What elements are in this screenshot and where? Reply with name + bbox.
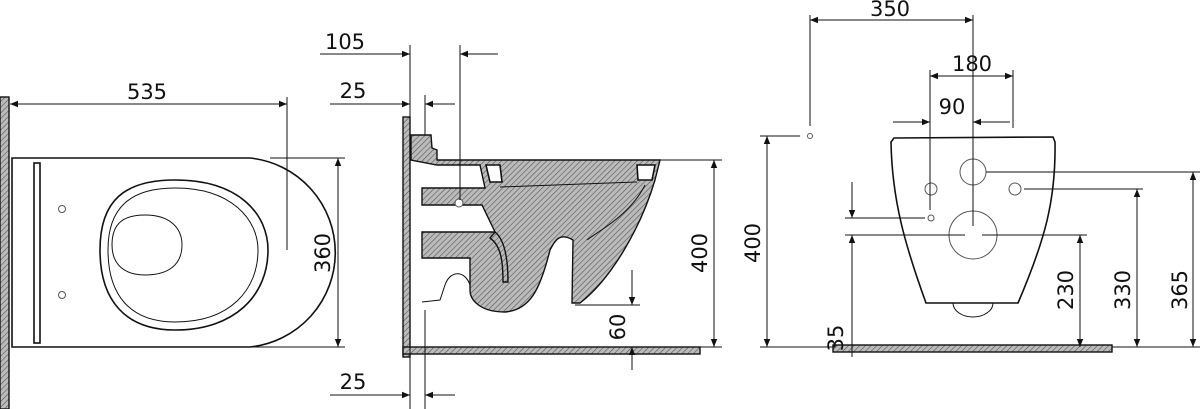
bowl-opening [111,214,183,276]
dim-label-floor-gap: 60 [606,314,630,341]
dim-label-width: 360 [311,233,335,273]
fixing-hole-icon [58,291,66,299]
wall-section [402,116,411,358]
dim-label-400: 400 [741,223,765,263]
dim-label-230: 230 [1054,270,1078,310]
small-hole-icon [927,214,935,222]
reference-point-icon [807,133,813,139]
outlet-pipe [421,273,471,303]
top-view: 535 360 [0,80,345,409]
wall-section [0,96,10,409]
dim-label-365: 365 [1168,270,1192,310]
bowl-section [410,134,661,313]
seat-hinge-plate [33,162,41,344]
fixing-hole-right-icon [1008,182,1022,196]
seat-ring [99,179,269,331]
dim-label-180: 180 [952,52,992,76]
floor-section [402,346,701,355]
dim-label-wall-top: 25 [340,79,367,103]
floor-section [832,344,1113,353]
inlet-hole-icon [454,198,464,208]
dim-label-330: 330 [1111,270,1135,310]
dim-label-350: 350 [870,0,910,21]
bowl-base-arc [952,302,994,318]
fixing-hole-left-icon [924,182,938,196]
dim-label-35: 35 [824,325,848,352]
front-view: 350 180 90 400 35 230 330 365 [741,0,1200,357]
bowl-rim [107,187,259,323]
dim-label-offset: 105 [325,30,365,54]
dim-label-rim-height: 400 [688,233,712,273]
dim-label-wall-bottom: 25 [340,370,367,394]
side-view: 105 25 25 400 60 [320,30,722,409]
dim-label-length: 535 [127,80,167,104]
dim-label-90: 90 [939,95,966,119]
fixing-hole-icon [58,205,66,213]
